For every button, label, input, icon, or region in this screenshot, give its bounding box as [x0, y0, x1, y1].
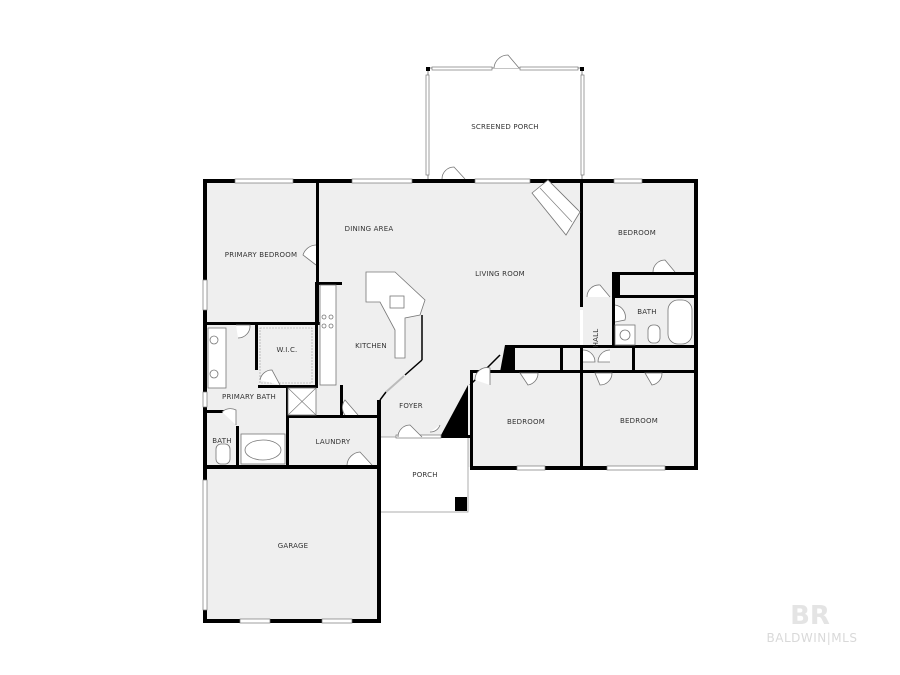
br-logo-icon: BR	[790, 601, 830, 631]
stove-burner-icon	[321, 314, 327, 320]
screened-porch-door-icon	[493, 54, 520, 69]
kitchen-fixtures	[319, 271, 426, 386]
label-primary-bath: PRIMARY BATH	[222, 393, 276, 401]
windows	[202, 178, 666, 624]
stairs-icon	[531, 179, 581, 236]
label-primary-bedroom: PRIMARY BEDROOM	[225, 251, 297, 259]
label-bath-ne: BATH	[637, 308, 656, 316]
toilet-icon	[647, 324, 661, 344]
label-wic: W.I.C.	[277, 346, 298, 354]
room-labels: SCREENED PORCH DINING AREA PRIMARY BEDRO…	[212, 123, 658, 550]
sink-icon	[389, 295, 405, 309]
label-porch: PORCH	[412, 471, 437, 479]
watermark-text: BALDWIN|MLS	[767, 631, 858, 645]
label-screened-porch: SCREENED PORCH	[471, 123, 539, 131]
label-bath-sw: BATH	[212, 437, 231, 445]
walls	[203, 179, 698, 623]
label-bedroom-mid: BEDROOM	[507, 418, 545, 426]
label-laundry: LAUNDRY	[316, 438, 351, 446]
toilet-icon	[215, 443, 231, 465]
label-dining-area: DINING AREA	[345, 225, 394, 233]
label-garage: GARAGE	[278, 542, 309, 550]
screened-porch-area	[425, 54, 585, 183]
bathtub-icon	[667, 299, 693, 345]
sink-icon	[209, 335, 219, 345]
label-bedroom-ne: BEDROOM	[618, 229, 656, 237]
doors	[221, 166, 676, 466]
bath-fixtures	[207, 299, 693, 465]
porch-post	[455, 497, 467, 511]
label-bedroom-se: BEDROOM	[620, 417, 658, 425]
label-living-room: LIVING ROOM	[475, 270, 525, 278]
baldwin-mls-watermark: BR BALDWIN|MLS	[767, 601, 858, 645]
main-floor	[206, 182, 695, 620]
label-kitchen: KITCHEN	[355, 342, 387, 350]
label-hall: HALL	[592, 329, 600, 348]
sink-icon	[209, 369, 219, 379]
label-foyer: FOYER	[399, 402, 423, 410]
